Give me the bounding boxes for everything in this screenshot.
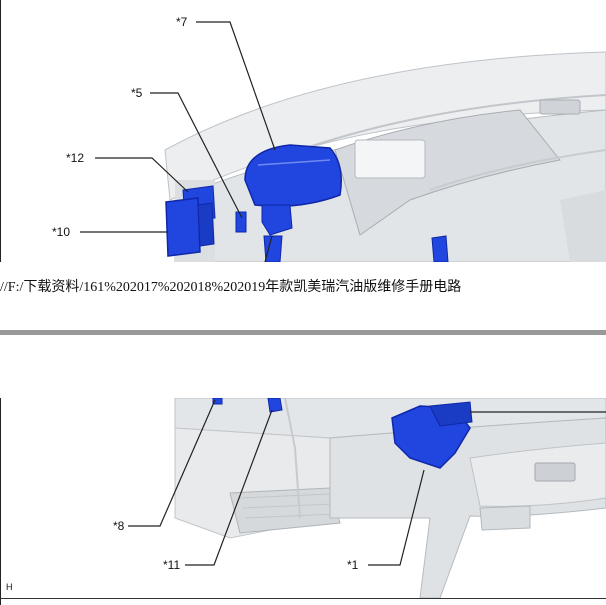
combination-meter (245, 145, 341, 206)
callout-label: *7 (176, 16, 187, 28)
panel-left-border (0, 0, 1, 262)
console-panel (480, 506, 530, 530)
callout-label: *10 (52, 226, 70, 238)
small-connector (268, 398, 282, 412)
page-separator (0, 330, 606, 335)
steering-connector (264, 236, 282, 262)
corner-mark: H (6, 582, 13, 592)
floor-console-illustration (0, 398, 606, 605)
callout-label: *11 (163, 559, 180, 571)
rear-vent (535, 463, 575, 481)
file-path-text: //F:/下载资料/161%202017%202018%202019年款凯美瑞汽… (0, 276, 606, 294)
callout-label: *5 (131, 87, 142, 99)
dashboard-illustration (0, 0, 606, 262)
diagram-panel-top: *7 *5 *12 *10 (0, 0, 606, 262)
callout-label: *12 (66, 152, 84, 164)
callout-label: *8 (113, 520, 124, 532)
callout-label: *1 (347, 559, 358, 571)
air-vent (540, 100, 580, 114)
ecu-main (166, 198, 200, 256)
bottom-border (0, 598, 606, 599)
diagram-panel-bottom: *8 *11 *1 (0, 398, 606, 605)
center-connector (432, 236, 448, 262)
center-display (355, 140, 425, 178)
ecu-side (198, 203, 214, 246)
panel-left-border (0, 398, 1, 605)
